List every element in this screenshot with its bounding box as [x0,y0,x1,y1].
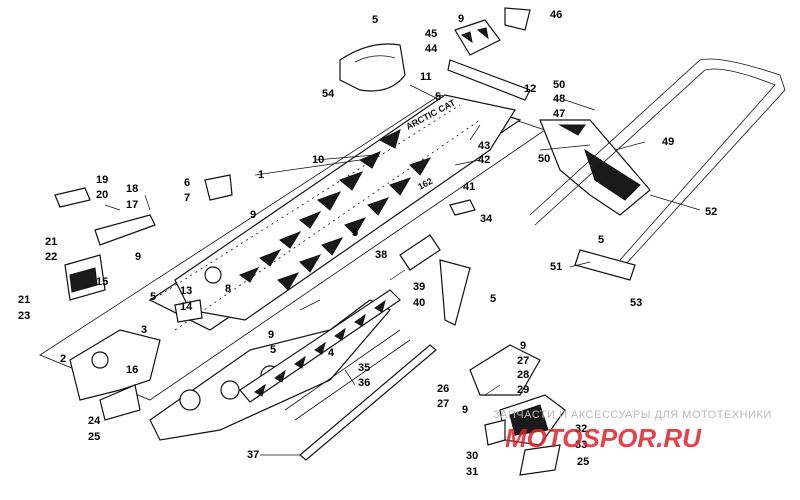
callout-21: 21 [18,294,30,306]
tunnel-outline: ARCTIC CAT 162 [39,94,546,401]
callout-7: 7 [184,192,190,204]
callout-32: 32 [575,423,587,435]
callout-22: 22 [45,251,57,263]
snow-flap [539,119,651,216]
left-brackets [54,187,156,421]
bracket-13 [174,299,203,323]
left-chassis [69,289,401,441]
callout-30: 30 [466,450,478,462]
callout-5: 5 [352,227,358,239]
callout-35: 35 [358,362,370,374]
callout-9: 9 [462,404,468,416]
callout-44: 44 [425,43,438,55]
rods [284,329,437,461]
callout-54: 54 [322,88,335,100]
callout-50: 50 [538,153,550,165]
bracket-6 [204,174,233,201]
callout-26: 26 [437,383,449,395]
rear-rail [447,59,531,101]
callout-11: 11 [420,71,432,83]
callout-17: 17 [126,199,138,211]
bracket-38 [399,234,441,271]
callout-9: 9 [458,13,464,25]
chain-40 [439,259,471,326]
callout-27: 27 [437,398,449,410]
callout-52: 52 [705,206,717,218]
callout-2: 2 [60,353,66,365]
running-board-lattice [254,299,386,397]
callout-48: 48 [553,93,565,105]
callout-36: 36 [358,377,370,389]
callout-45: 45 [425,28,437,40]
callout-14: 14 [180,301,193,313]
callout-9: 9 [250,209,256,221]
deck-cutouts [238,129,432,291]
callout-31: 31 [466,466,478,478]
watermark: ЗАПЧАСТИ И АКСЕССУАРЫ ДЛЯ МОТОТЕХНИКИ MO… [493,409,772,453]
callout-49: 49 [662,136,674,148]
rear-bracket [454,7,531,56]
callout-5: 5 [490,293,496,305]
seat-pad [339,43,406,92]
callout-5: 5 [150,291,156,303]
callout-5: 5 [598,234,604,246]
callout-12: 12 [524,83,536,95]
callout-43: 43 [478,140,490,152]
callout-8: 8 [225,283,231,295]
callout-16: 16 [126,364,138,376]
callout-34: 34 [480,213,493,225]
callout-23: 23 [18,310,30,322]
callout-5: 5 [435,91,441,103]
callout-19: 19 [96,174,108,186]
callout-9: 9 [135,251,141,263]
callout-28: 28 [517,369,529,381]
callout-46: 46 [550,9,562,21]
callout-47: 47 [553,108,565,120]
callout-15: 15 [96,276,108,288]
callout-29: 29 [517,384,529,396]
callout-27: 27 [517,355,529,367]
callout-53: 53 [630,297,642,309]
part-8 [204,266,222,284]
callout-21: 21 [45,236,57,248]
callout-20: 20 [96,189,108,201]
callout-labels: 1 2 3 4 5 5 5 5 5 5 5 6 7 8 9 9 9 9 9 9 … [18,9,717,478]
callout-1: 1 [258,169,264,181]
callout-10: 10 [312,154,324,166]
callout-25: 25 [88,431,100,443]
callout-6: 6 [184,177,190,189]
callout-24: 24 [88,415,101,427]
callout-13: 13 [180,285,192,297]
callout-50: 50 [553,79,565,91]
leader-lines [104,84,701,456]
callout-18: 18 [126,183,138,195]
rear-grab-bar [529,58,786,281]
watermark-logo: MOTOSPOR.RU [505,423,702,453]
lower-guard [469,344,566,476]
bracket-34 [449,199,476,216]
callout-40: 40 [413,297,425,309]
callout-42: 42 [478,154,490,166]
callout-39: 39 [413,281,425,293]
watermark-text: ЗАПЧАСТИ И АКСЕССУАРЫ ДЛЯ МОТОТЕХНИКИ [493,409,772,421]
callout-33: 33 [575,439,587,451]
callout-41: 41 [463,181,475,193]
callout-51: 51 [550,261,562,273]
callout-38: 38 [375,249,387,261]
callout-9: 9 [268,329,274,341]
callout-3: 3 [141,324,147,336]
callout-25: 25 [577,456,589,468]
callout-37: 37 [247,449,259,461]
callout-9: 9 [520,340,526,352]
callout-5: 5 [270,344,276,356]
callout-4: 4 [328,347,335,359]
callout-5: 5 [372,14,378,26]
